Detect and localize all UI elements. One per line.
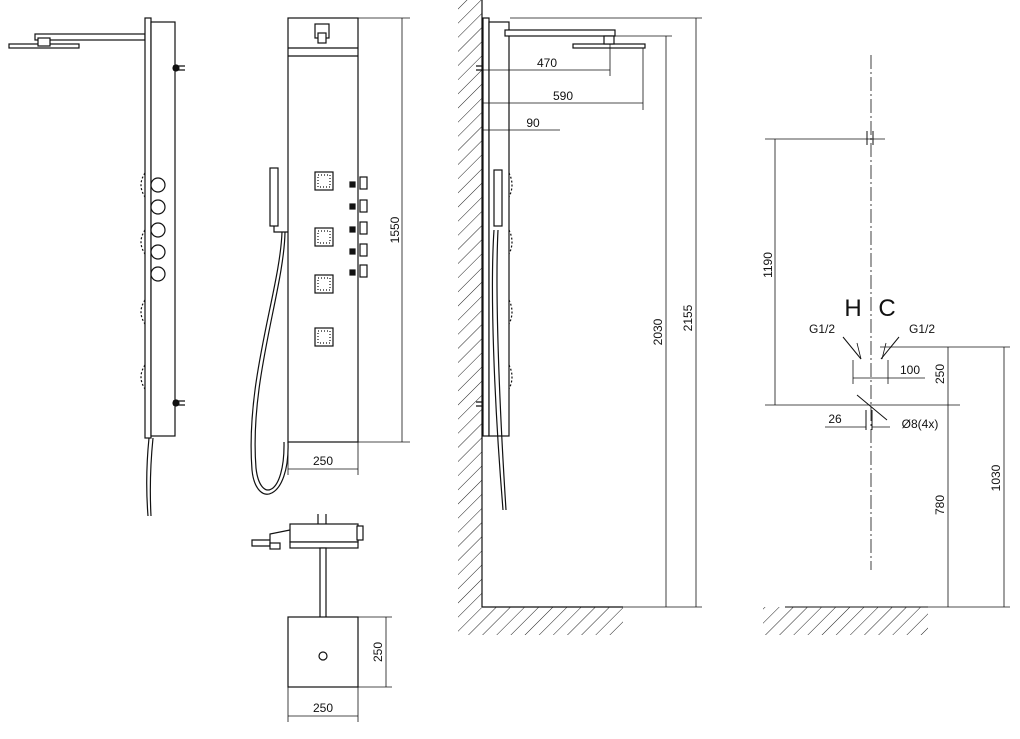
hand-shower-holder [273,226,288,233]
cold-label: C [878,295,895,322]
front-width-label: 250 [313,454,333,468]
wall-view [458,0,702,635]
dim-250-install: 250 [933,364,947,384]
dim-26: 26 [828,412,842,426]
hot-thread-label: G1/2 [809,322,835,336]
shower-arm [34,33,146,41]
panel-side-profile [144,17,152,439]
dim-100: 100 [900,363,920,377]
installation-view [763,55,1010,635]
hole-label: Ø8(4x) [902,417,939,431]
front-view [250,17,410,495]
front-height-label: 1550 [388,216,402,243]
top-depth-label: 250 [371,642,385,662]
dim-1030: 1030 [989,464,1003,491]
dim-780: 780 [933,495,947,515]
hose-side [149,437,154,517]
wall-dim-2030: 2030 [651,318,665,345]
top-view [251,514,392,722]
top-width-label: 250 [313,701,333,715]
wall-dim-470: 470 [537,56,557,70]
top-hand-shower [251,529,291,547]
floor-hatch [458,607,623,635]
floor-hatch-right [763,607,928,635]
wall-hatch [458,0,482,607]
control-knobs [150,177,166,282]
panel-top-profile [289,523,359,543]
side-view [8,17,185,517]
hand-shower [269,167,279,227]
panel-wall-side [482,17,490,437]
wall-dim-90: 90 [526,116,540,130]
front-control-handles [349,176,368,278]
hose-front [250,231,289,495]
body-jets-profile [140,172,146,390]
cold-thread-label: G1/2 [909,322,935,336]
dim-1190: 1190 [761,252,775,278]
wall-dim-2155: 2155 [681,304,695,331]
wall-dim-590: 590 [553,89,573,103]
body-jets [314,171,334,347]
hot-label: H [844,295,861,322]
